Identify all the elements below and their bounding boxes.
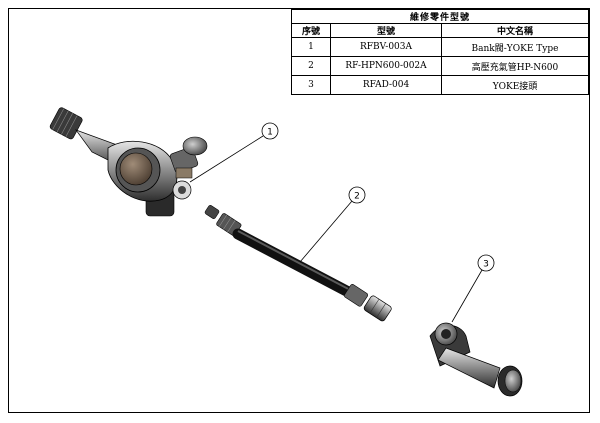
parts-table-header: 序號 型號 中文名稱	[291, 23, 589, 38]
parts-table: 維修零件型號 序號 型號 中文名稱 1 RFBV-003A Bank閥-YOKE…	[291, 9, 589, 95]
callout-1-label: 1	[267, 128, 273, 138]
callout-2-label: 2	[354, 192, 360, 202]
callout-2: 2	[299, 186, 366, 263]
table-row: 1 RFBV-003A Bank閥-YOKE Type	[291, 37, 589, 57]
hose-part	[204, 205, 392, 322]
row-index: 3	[291, 75, 331, 95]
yoke-adapter-part	[429, 322, 523, 397]
bank-valve-part	[49, 107, 208, 217]
row-model: RFAD-004	[330, 75, 442, 95]
callout-3-label: 3	[483, 260, 489, 270]
table-row: 3 RFAD-004 YOKE接頭	[291, 75, 589, 95]
callout-1: 1	[189, 122, 279, 183]
callout-3: 3	[451, 254, 495, 323]
row-name: YOKE接頭	[441, 75, 589, 95]
drawing-frame	[8, 8, 590, 413]
